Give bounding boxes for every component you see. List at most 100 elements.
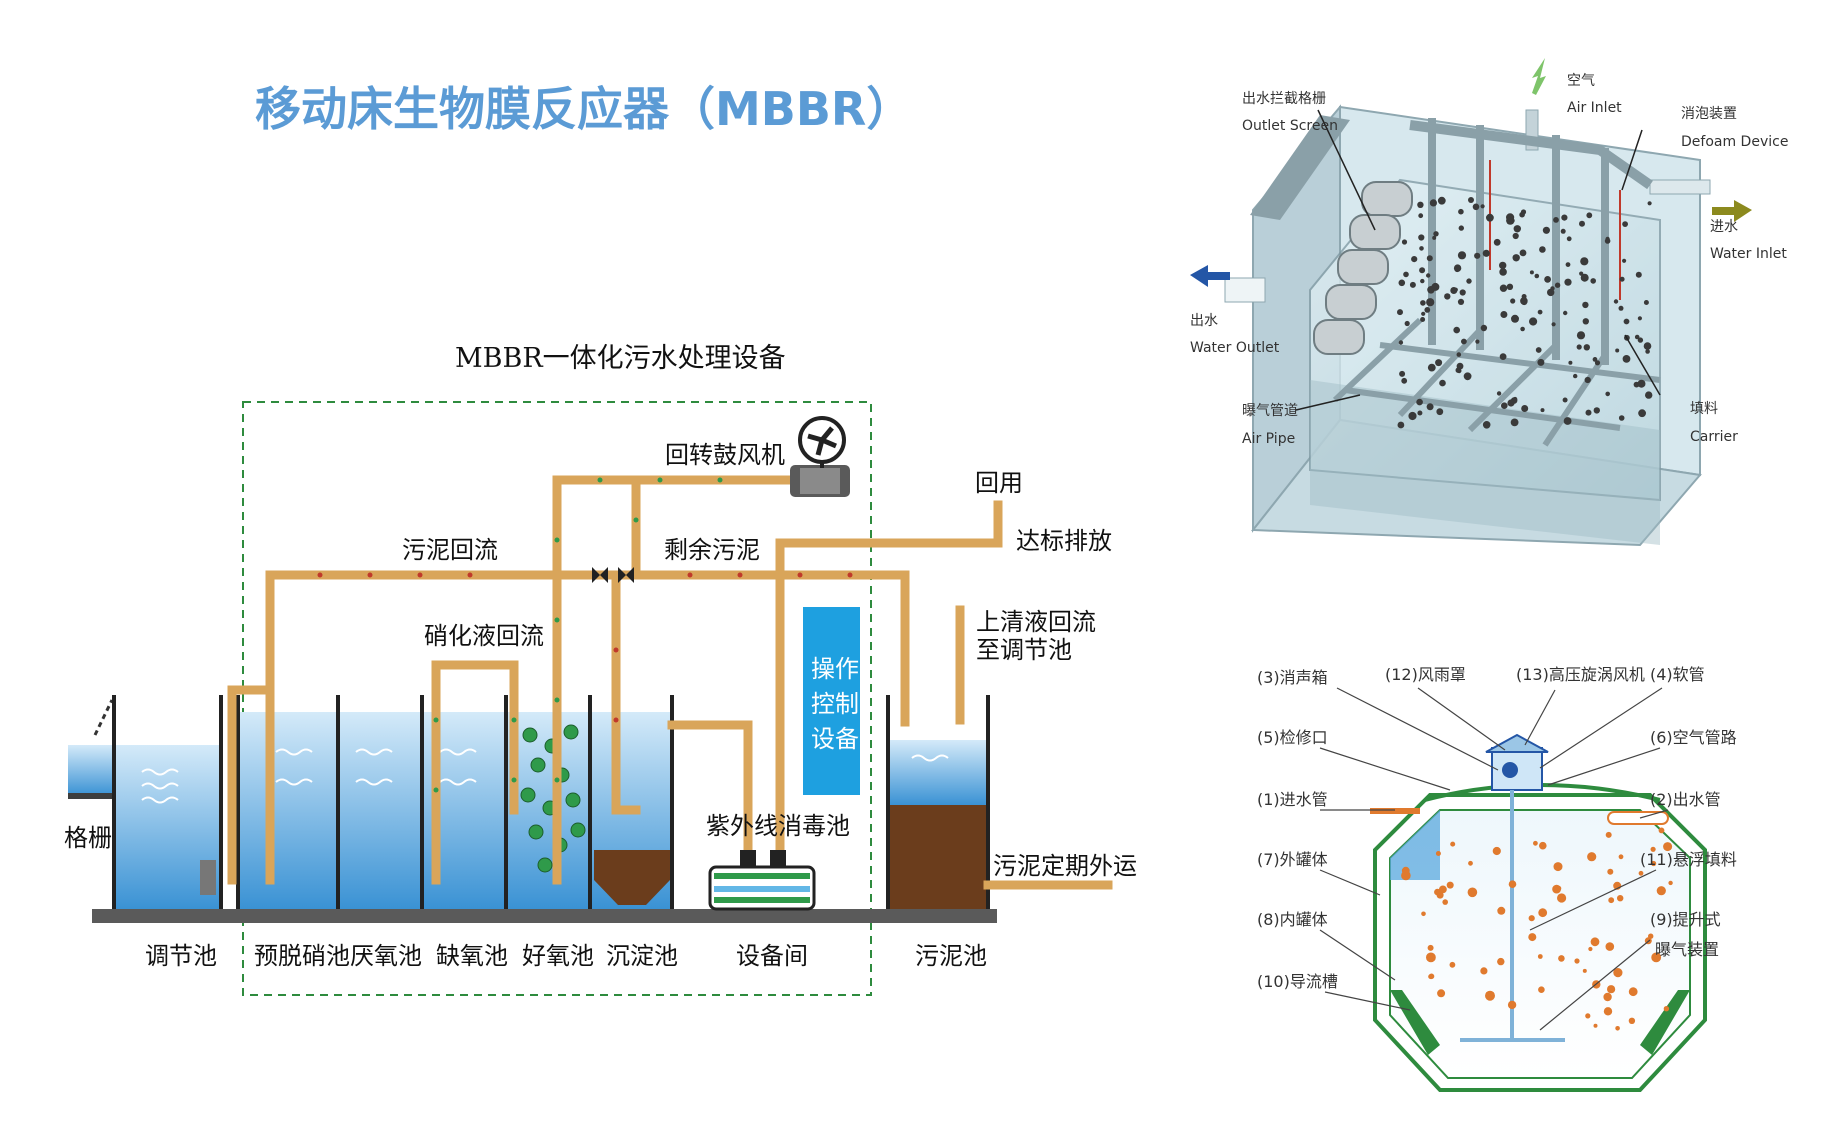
carrier-dot bbox=[1563, 310, 1568, 316]
label-sludge-transport: 污泥定期外运 bbox=[993, 852, 1137, 880]
air-arrow-icon bbox=[1532, 58, 1546, 95]
tank-carrier-dot bbox=[1480, 967, 1488, 975]
carrier-dot bbox=[1511, 314, 1519, 323]
carrier-dot bbox=[1493, 238, 1501, 246]
carrier-dot bbox=[1420, 317, 1426, 322]
carrier-dot bbox=[1458, 225, 1465, 231]
carrier-dot bbox=[1592, 357, 1598, 362]
inlet-water bbox=[1390, 810, 1440, 880]
carrier-dot bbox=[1459, 289, 1466, 296]
carrier-dot bbox=[1637, 337, 1644, 343]
label-aeration-2: 曝气装置 bbox=[1655, 940, 1719, 959]
label-outlet-screen-en: Outlet Screen bbox=[1242, 118, 1338, 134]
label-discharge: 达标排放 bbox=[1016, 527, 1112, 555]
carrier-dot bbox=[1534, 273, 1540, 279]
label-guide-slot: (10)导流槽 bbox=[1257, 972, 1338, 991]
carrier-dot bbox=[1645, 349, 1650, 354]
process-subtitle: MBBR一体化污水处理设备 bbox=[455, 343, 786, 374]
tank-carrier-dot bbox=[1638, 870, 1644, 876]
blower-small-icon bbox=[1502, 762, 1518, 778]
inlet-channel-wall bbox=[68, 793, 114, 799]
carrier-dot bbox=[1404, 320, 1410, 327]
tank-carrier-dot bbox=[1553, 862, 1563, 872]
carrier-dot bbox=[1506, 283, 1514, 290]
label-blower: 回转鼓风机 bbox=[665, 441, 785, 469]
carrier-dot bbox=[1590, 278, 1596, 284]
tank-carrier-dot bbox=[1537, 954, 1543, 959]
tank-carrier-dot bbox=[1603, 992, 1612, 1002]
carrier-dot bbox=[1583, 344, 1591, 351]
carrier-dot bbox=[1520, 326, 1525, 332]
carrier-dot bbox=[1453, 326, 1460, 334]
air-manifold bbox=[1409, 120, 1653, 190]
carrier-dot bbox=[1482, 421, 1491, 429]
tank-carrier-dot bbox=[1650, 846, 1656, 852]
tank-carrier-dot bbox=[1658, 827, 1665, 834]
carrier-dot bbox=[1496, 391, 1502, 396]
tank-carrier-dot bbox=[1485, 990, 1495, 1001]
tank-name-equipment-room: 设备间 bbox=[736, 942, 808, 970]
carrier-dot bbox=[1420, 278, 1425, 284]
carrier-dot bbox=[1643, 300, 1649, 305]
label-airpipe-en: Air Pipe bbox=[1242, 431, 1295, 447]
carrier-dot bbox=[1550, 286, 1555, 291]
equipment-frame bbox=[242, 401, 872, 996]
tank-carrier-dot bbox=[1533, 840, 1538, 846]
carrier-dot bbox=[1585, 409, 1592, 416]
label-inlet-cn: 进水 bbox=[1710, 219, 1738, 235]
carrier-dot bbox=[1429, 199, 1437, 207]
label-defoam-cn: 消泡装置 bbox=[1681, 106, 1737, 122]
tank-carrier-dot bbox=[1556, 885, 1562, 891]
carrier-dot bbox=[1439, 379, 1446, 387]
tank-carrier-dot bbox=[1538, 986, 1545, 993]
tank-carrier-dot bbox=[1401, 870, 1411, 881]
carrier-dot bbox=[1634, 334, 1640, 340]
blower-icon bbox=[790, 416, 850, 497]
carrier-dot bbox=[1529, 317, 1538, 326]
carrier-dot bbox=[1486, 213, 1494, 222]
label-screen: 格栅 bbox=[64, 824, 112, 852]
carrier-dot bbox=[1512, 396, 1518, 402]
carrier-dot bbox=[1444, 293, 1451, 300]
carrier-dot bbox=[1499, 353, 1507, 360]
carrier-dot bbox=[1499, 284, 1508, 292]
tank-sludge-sludge bbox=[890, 805, 986, 909]
carrier-dot bbox=[1480, 324, 1488, 332]
tank-carrier-dot bbox=[1450, 841, 1456, 847]
tank-carrier-dot bbox=[1557, 893, 1567, 903]
label-sludge-return: 污泥回流 bbox=[402, 536, 498, 564]
carrier-dot bbox=[1436, 408, 1444, 416]
water-ripples bbox=[141, 748, 949, 804]
carrier-dot bbox=[1468, 197, 1474, 203]
carrier-dot bbox=[1417, 201, 1424, 208]
carrier-dot bbox=[1482, 249, 1490, 257]
carrier-dot bbox=[1582, 318, 1590, 325]
tank-carrier-dot bbox=[1435, 851, 1441, 856]
tank-carrier-dot bbox=[1446, 881, 1454, 889]
carrier-dot bbox=[1419, 246, 1424, 251]
carrier-dot bbox=[1474, 252, 1481, 259]
tank-name-sludge: 污泥池 bbox=[915, 942, 987, 970]
carrier-dot bbox=[1418, 234, 1425, 241]
tank-carrier-dot bbox=[1605, 831, 1612, 838]
tank-carrier-dot bbox=[1428, 973, 1435, 980]
tank-carrier-dot bbox=[1613, 968, 1623, 978]
sedimentation-sludge bbox=[594, 850, 670, 905]
carrier-dot bbox=[1635, 271, 1642, 278]
control-panel-line-3: 设备 bbox=[811, 725, 859, 753]
inner-tank bbox=[1389, 809, 1691, 1079]
suspended-carriers bbox=[1401, 827, 1673, 1031]
label-inner-tank: (8)内罐体 bbox=[1257, 910, 1328, 929]
carrier-dot bbox=[1618, 305, 1624, 311]
reactor-3d: 出水拦截格栅 Outlet Screen 空气 Air Inlet 消泡装置 D… bbox=[1190, 58, 1788, 547]
carrier-dot bbox=[1568, 360, 1573, 365]
tank-carrier-dot bbox=[1497, 906, 1506, 915]
label-outlet-pipe: (2)出水管 bbox=[1650, 790, 1721, 809]
carrier-dot bbox=[1554, 282, 1561, 288]
carrier-dot bbox=[1564, 278, 1572, 286]
tank-carrier-dot bbox=[1449, 961, 1456, 968]
carrier-dot bbox=[1512, 254, 1520, 262]
inlet-pump-box bbox=[200, 860, 216, 895]
label-carrier-en: Carrier bbox=[1690, 429, 1738, 445]
label-inlet-en: Water Inlet bbox=[1710, 246, 1787, 262]
